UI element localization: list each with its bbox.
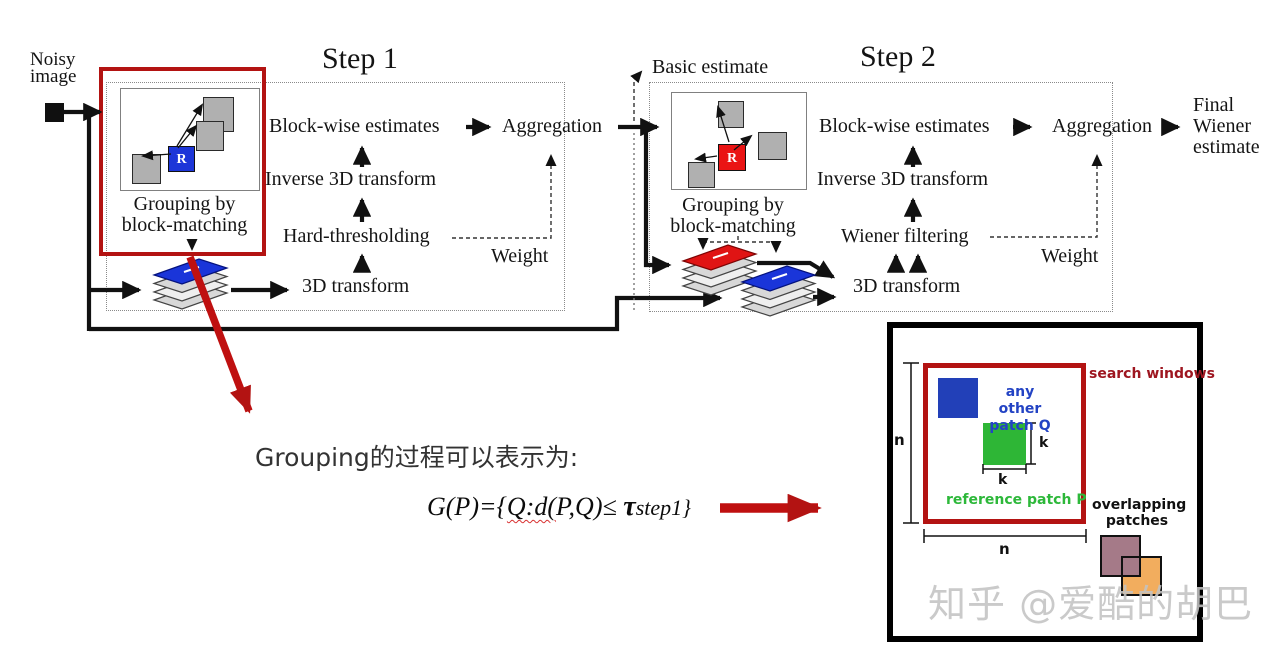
dim-k-bottom-label: k: [998, 472, 1008, 488]
step1-weight-label: Weight: [491, 245, 549, 267]
grouping2-caption: Grouping by block-matching: [659, 195, 807, 237]
formula-wavy-part: Q:d(: [506, 492, 557, 521]
search-window-red-box: [923, 363, 1086, 524]
noisy-image-node: [45, 103, 64, 122]
step1-aggregation-label: Aggregation: [502, 115, 602, 137]
step1-blockwise-label: Block-wise estimates: [269, 115, 440, 137]
dim-n-bottom-label: n: [999, 540, 1010, 558]
step2-blockwise-label: Block-wise estimates: [819, 115, 990, 137]
step1-title: Step 1: [322, 42, 398, 75]
reference-patch-r-step2: R: [718, 144, 746, 171]
reference-patch-label: reference patch P: [946, 492, 1087, 508]
formula-pre: G(P)={: [427, 492, 507, 521]
dim-k-right-label: k: [1039, 435, 1049, 451]
step2-wiener-filtering-label: Wiener filtering: [841, 225, 969, 247]
step2-weight-label: Weight: [1041, 245, 1099, 267]
dashed-to-basic-estimate: [630, 70, 643, 121]
step2-aggregation-label: Aggregation: [1052, 115, 1152, 137]
search-windows-label: search windows: [1089, 366, 1215, 382]
grouping-formula: G(P)={Q:d(P,Q)≤ τstep1}: [427, 491, 691, 523]
red-highlight-box: [99, 67, 266, 256]
formula-mid: P,Q)≤: [556, 492, 624, 521]
overlapping-patches-label: overlapping patches: [1092, 497, 1187, 529]
grouping1-line2: block-matching: [121, 214, 248, 236]
any-other-patch-label: any other patch Q: [989, 384, 1051, 434]
grouping2-line1: Grouping by: [682, 194, 784, 216]
step2-title: Step 2: [860, 40, 936, 73]
step1-inverse3d-label: Inverse 3D transform: [265, 168, 437, 190]
final-wiener-estimate-label: Final Wiener estimate: [1193, 94, 1260, 158]
grouping1-line1: Grouping by: [133, 193, 236, 215]
reference-patch-green-square: [983, 423, 1026, 465]
basic-estimate-label: Basic estimate: [652, 56, 769, 78]
grouping1-caption: Grouping by block-matching: [107, 194, 262, 236]
matched-patch: [758, 132, 787, 160]
step2-inverse3d-label: Inverse 3D transform: [817, 168, 989, 190]
step1-hard-thresholding-label: Hard-thresholding: [283, 225, 430, 247]
annotation-heading: Grouping的过程可以表示为:: [255, 443, 579, 472]
formula-sub: step1}: [635, 495, 691, 520]
step2-3d-transform-label: 3D transform: [853, 275, 961, 297]
matched-patch: [718, 101, 744, 128]
patch-q-blue-square: [938, 378, 978, 418]
watermark: 知乎 @爱酷的胡巴: [928, 582, 1254, 626]
overlapping-patch-orange-outline: [1121, 556, 1162, 596]
step1-3d-transform-label: 3D transform: [302, 275, 410, 297]
noisy-image-label: Noisy image: [30, 49, 77, 87]
dim-n-left-label: n: [894, 431, 905, 449]
grouping2-line2: block-matching: [670, 215, 796, 237]
matched-patch: [688, 162, 715, 188]
formula-tau: τ: [623, 491, 636, 522]
